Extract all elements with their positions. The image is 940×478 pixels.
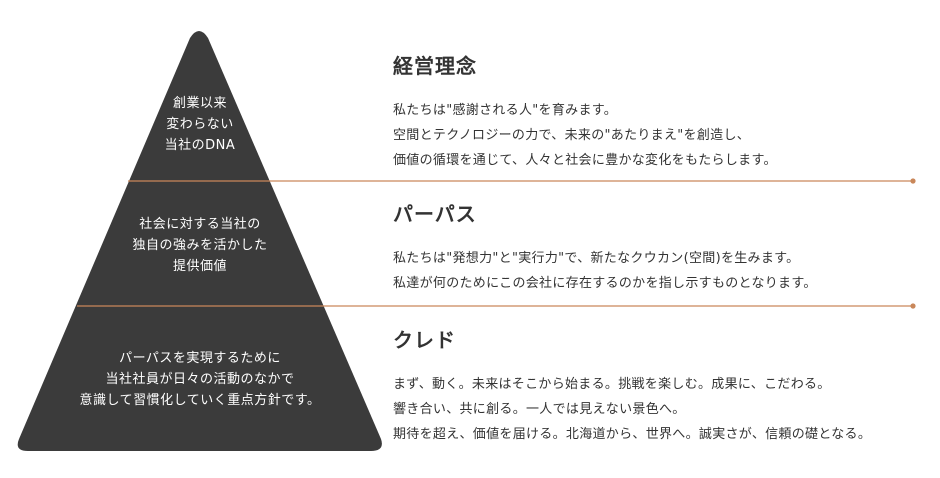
pyramid-middle-line: 独自の強みを活かした <box>132 238 268 253</box>
pyramid-bottom-line: 当社社員が日々の活動のなかで <box>105 372 295 387</box>
philosophy-title: 経営理念 <box>393 54 477 78</box>
philosophy-body: 私たちは"感謝される人"を育みます。 空間とテクノロジーの力で、未来の"あたりま… <box>393 98 777 173</box>
divider-dot-lower <box>910 303 916 309</box>
purpose-title: パーパス <box>393 202 477 226</box>
philosophy-line: 価値の循環を通じて、人々と社会に豊かな変化をもたらします。 <box>393 153 777 168</box>
philosophy-line: 空間とテクノロジーの力で、未来の"あたりまえ"を創造し、 <box>393 128 751 143</box>
pyramid-top-line: 創業以来 <box>172 96 227 111</box>
credo-line: まず、動く。未来はそこから始まる。挑戦を楽しむ。成果に、こだわる。 <box>393 377 831 392</box>
credo-section: クレド まず、動く。未来はそこから始まる。挑戦を楽しむ。成果に、こだわる。 響き… <box>393 328 871 447</box>
pyramid-shape <box>17 31 382 451</box>
pyramid-top-line: 当社のDNA <box>164 138 236 153</box>
purpose-body: 私たちは"発想力"と"実行力"で、新たなクウカン(空間)を生みます。 私達が何の… <box>393 246 817 296</box>
pyramid-bottom-line: パーパスを実現するために <box>119 351 281 366</box>
philosophy-section: 経営理念 私たちは"感謝される人"を育みます。 空間とテクノロジーの力で、未来の… <box>393 54 777 173</box>
purpose-line: 私たちは"発想力"と"実行力"で、新たなクウカン(空間)を生みます。 <box>393 251 800 266</box>
philosophy-line: 私たちは"感謝される人"を育みます。 <box>393 103 618 118</box>
pyramid-middle-line: 社会に対する当社の <box>139 217 261 232</box>
pyramid-top-label: 創業以来 変わらない 当社のDNA <box>100 93 300 156</box>
credo-body: まず、動く。未来はそこから始まる。挑戦を楽しむ。成果に、こだわる。 響き合い、共… <box>393 372 871 447</box>
purpose-line: 私達が何のためにこの会社に存在するのかを指し示すものとなります。 <box>393 276 817 291</box>
divider-dot-upper <box>910 178 916 184</box>
credo-line: 響き合い、共に創る。一人では見えない景色へ。 <box>393 402 686 417</box>
purpose-section: パーパス 私たちは"発想力"と"実行力"で、新たなクウカン(空間)を生みます。 … <box>393 202 817 296</box>
pyramid-middle-line: 提供価値 <box>172 259 227 274</box>
pyramid-bottom-line: 意識して習慣化していく重点方針です。 <box>79 393 321 408</box>
credo-line: 期待を超え、価値を届ける。北海道から、世界へ。誠実さが、信頼の礎となる。 <box>393 427 872 442</box>
pyramid-middle-label: 社会に対する当社の 独自の強みを活かした 提供価値 <box>80 214 320 277</box>
credo-title: クレド <box>393 328 456 352</box>
pyramid-bottom-label: パーパスを実現するために 当社社員が日々の活動のなかで 意識して習慣化していく重… <box>50 348 350 411</box>
pyramid-top-line: 変わらない <box>166 117 234 132</box>
